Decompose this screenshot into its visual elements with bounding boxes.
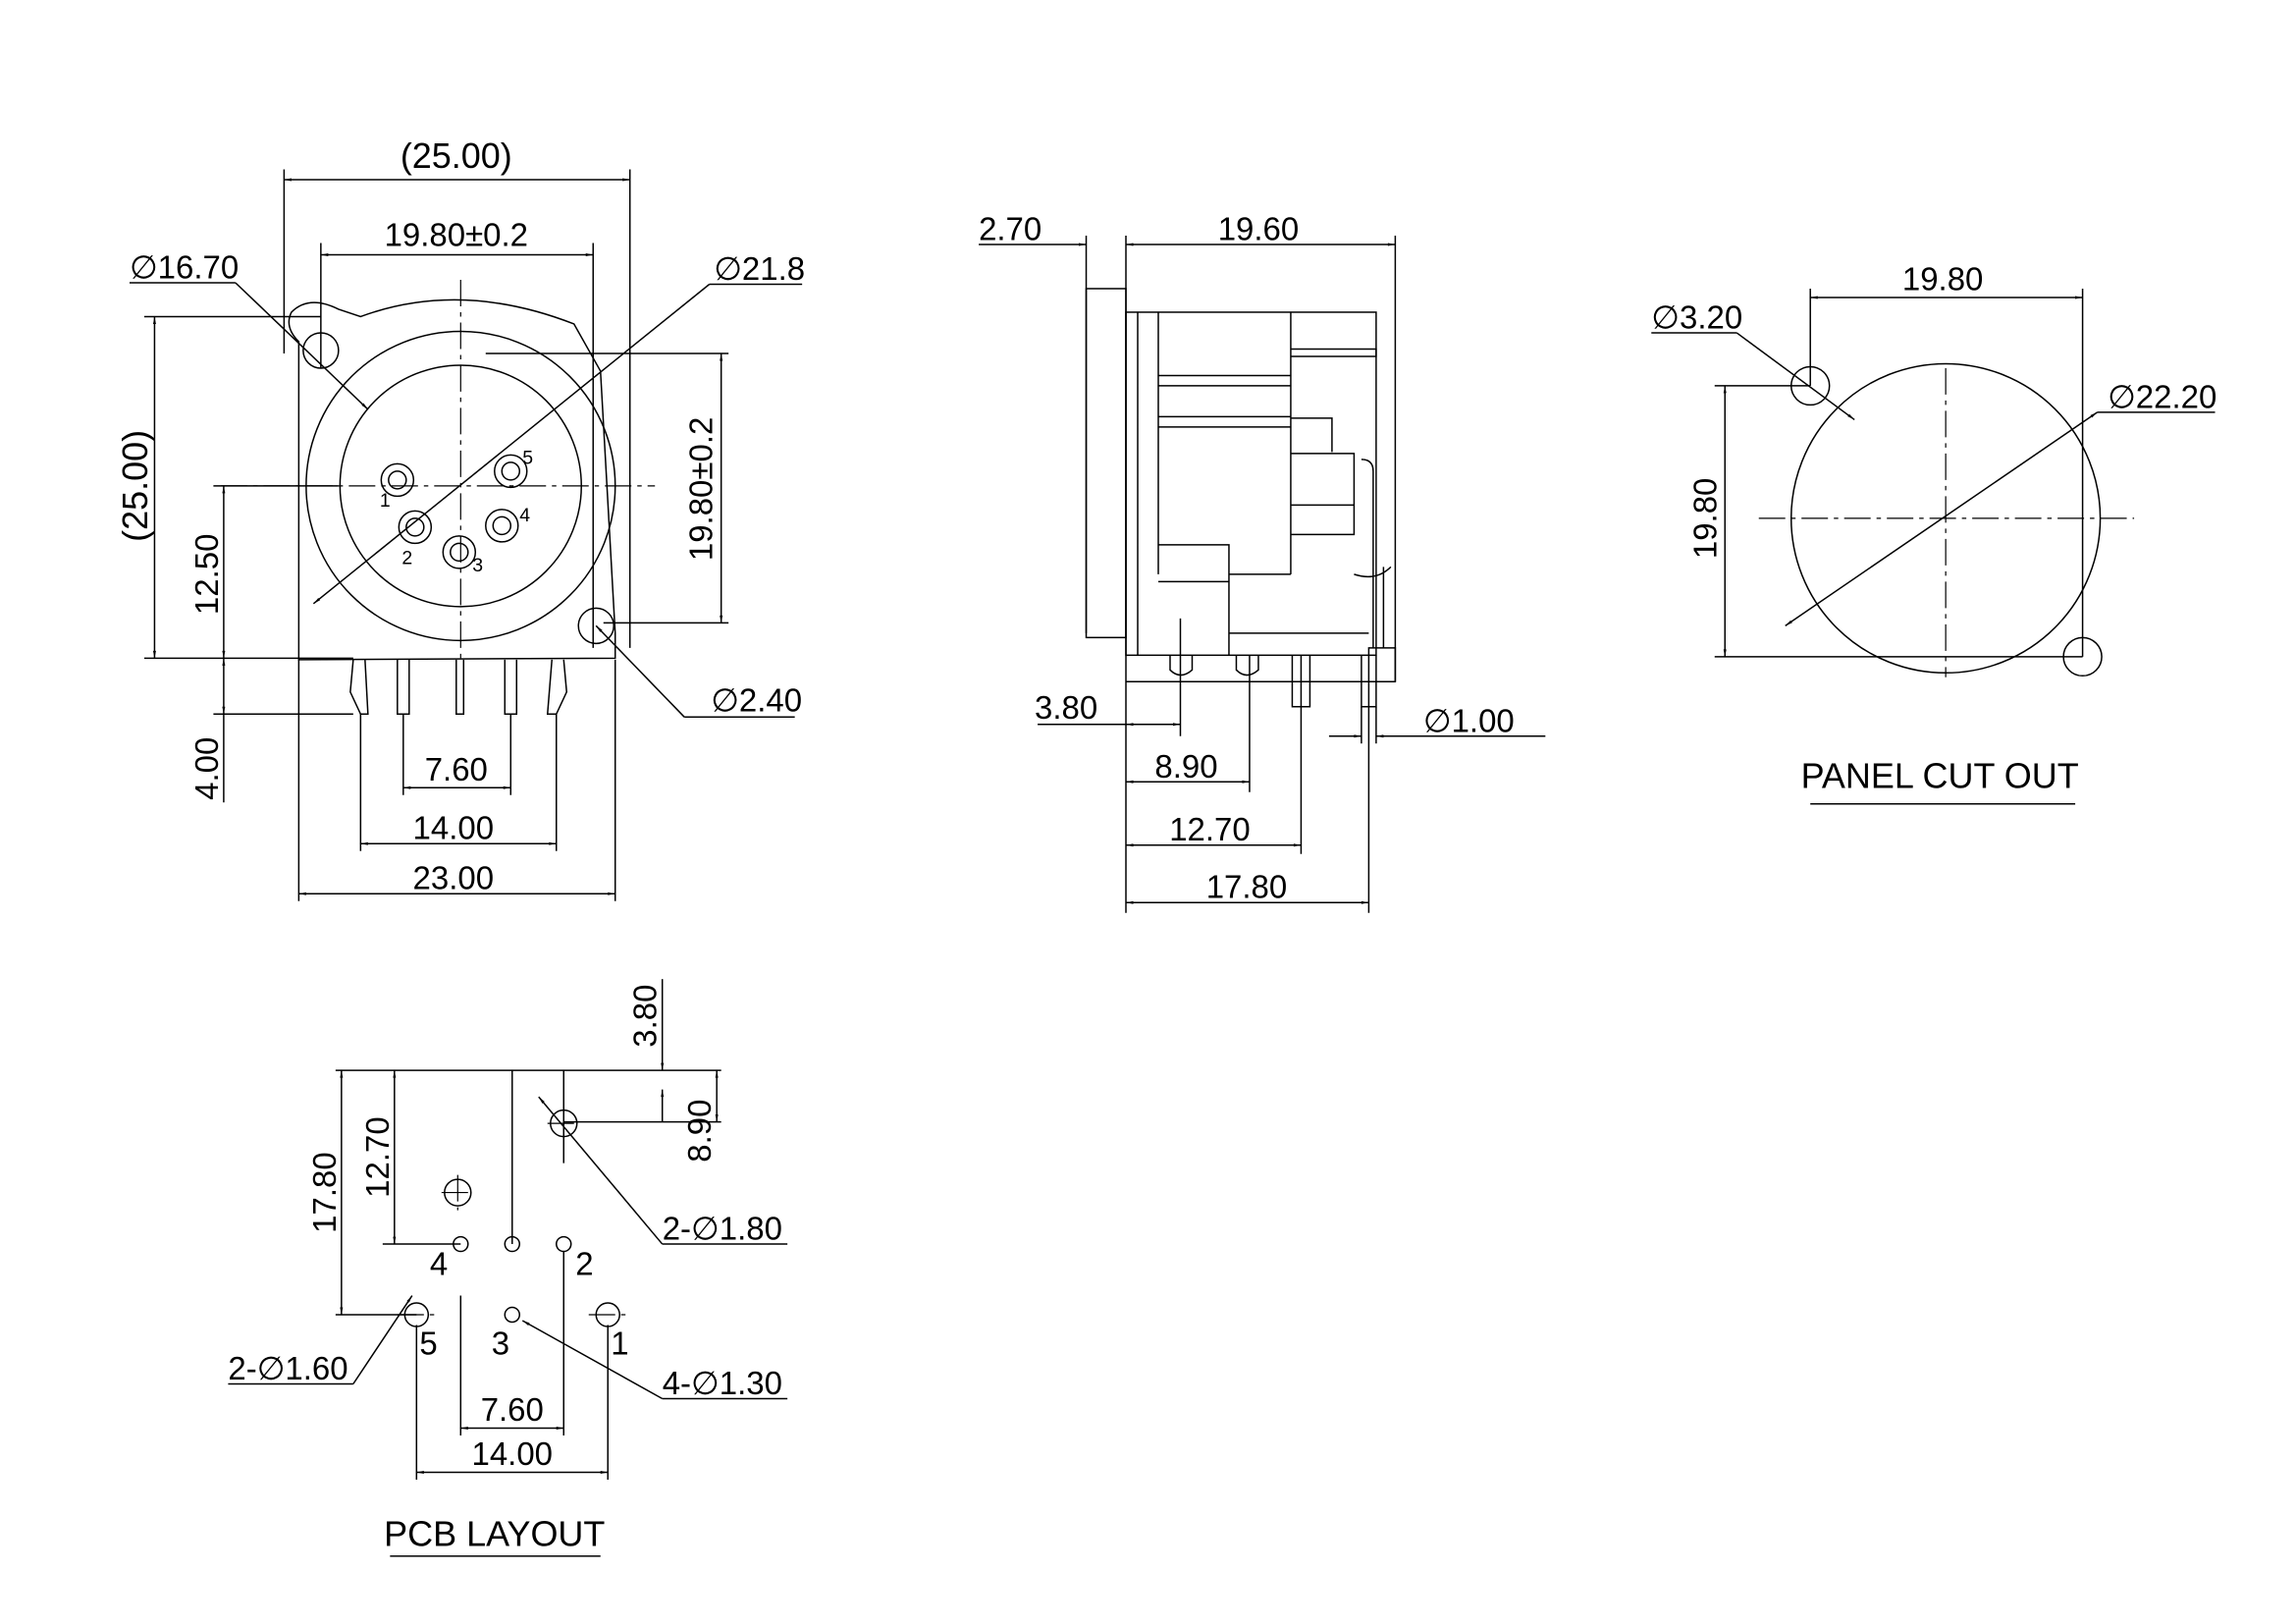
dim-body-width: 23.00	[413, 860, 495, 896]
dim-hole: ∅3.20	[1651, 298, 1742, 335]
dim-mount-spacing-v: 19.80±0.2	[683, 417, 720, 561]
dim-inner-dia: ∅16.70	[130, 248, 239, 285]
dim-outer-dia: ∅21.8	[714, 250, 805, 287]
dim-380: 3.80	[627, 985, 664, 1048]
pcb-hole	[453, 1235, 469, 1253]
front-view: (25.00) 19.80±0.2 1 2 3 4 5 ∅21.8 ∅16.70…	[115, 135, 805, 901]
pcb-pin-label-2: 2	[575, 1246, 593, 1282]
dim-holes-160: 2-∅1.60	[228, 1350, 347, 1386]
dim-hole-dia: ∅2.40	[711, 681, 802, 718]
pin-label-4: 4	[519, 505, 530, 526]
dim-1270: 12.70	[359, 1116, 396, 1198]
dim-center-height: 12.50	[188, 534, 225, 616]
mount-hole	[577, 607, 614, 645]
dim-holes-130: 4-∅1.30	[663, 1365, 782, 1401]
panel-cutout-title: PANEL CUT OUT	[1801, 755, 2079, 795]
pcb-layout-view: 4 2 5 3 1 17.80 12.70 3.80 8.90 2-∅1.80 …	[228, 979, 788, 1557]
dim-pin-length: 4.00	[188, 737, 225, 800]
pcb-hole	[504, 1235, 521, 1253]
dim-760: 7.60	[481, 1391, 544, 1428]
dim-pin-pitch: 7.60	[425, 751, 488, 787]
dim-lug-spacing: 14.00	[413, 810, 495, 846]
dim-1400: 14.00	[472, 1435, 554, 1472]
dim-holes-180: 2-∅1.80	[663, 1211, 782, 1247]
mount-hole	[302, 332, 340, 369]
dim-pin-dia: ∅1.00	[1423, 702, 1515, 738]
pin-label-5: 5	[522, 447, 533, 468]
dim-pin1: 3.80	[1035, 689, 1097, 726]
dim-cutout-v: 19.80	[1686, 478, 1723, 560]
dim-depth: 19.60	[1218, 210, 1300, 246]
dim-overall-width: (25.00)	[400, 135, 512, 176]
dim-cutout: ∅22.20	[2108, 378, 2216, 414]
pin-label-2: 2	[401, 547, 412, 568]
pcb-hole	[550, 1109, 578, 1138]
dim-flange: 2.70	[979, 210, 1041, 246]
pcb-pin-label-3: 3	[492, 1326, 509, 1362]
pcb-hole	[444, 1178, 472, 1207]
dim-pin2: 8.90	[1154, 748, 1217, 785]
side-view: 2.70 19.60 3.80 8.90 12.70 17.80 ∅1.00	[979, 210, 1546, 913]
dim-overall-height: (25.00)	[115, 430, 155, 542]
pcb-hole	[504, 1306, 521, 1324]
dim-cutout-h: 19.80	[1902, 260, 1984, 297]
dim-pin4: 17.80	[1206, 869, 1288, 905]
dim-pin3: 12.70	[1169, 811, 1251, 847]
dim-890: 8.90	[681, 1100, 718, 1163]
pin-label-1: 1	[380, 490, 391, 512]
pcb-layout-title: PCB LAYOUT	[384, 1513, 605, 1553]
dim-1780: 17.80	[306, 1152, 343, 1233]
pcb-pin-label-4: 4	[430, 1246, 448, 1282]
pcb-hole	[556, 1235, 572, 1253]
panel-cutout-view: 19.80 19.80 ∅3.20 ∅22.20 PANEL CUT OUT	[1651, 260, 2216, 805]
pcb-pin-label-1: 1	[611, 1326, 628, 1362]
pcb-pin-label-5: 5	[419, 1326, 437, 1362]
dim-mount-spacing-h: 19.80±0.2	[385, 216, 528, 252]
pin-label-3: 3	[472, 555, 483, 576]
